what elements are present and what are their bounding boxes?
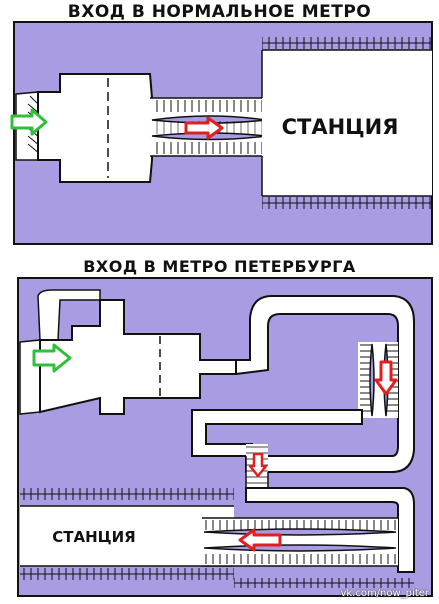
top-vestibule-hall: [37, 73, 153, 183]
bottom-panel: СТАНЦИЯ: [17, 277, 433, 597]
bottom-lower-corridor: [245, 487, 415, 573]
bottom-panel-title: ВХОД В МЕТРО ПЕТЕРБУРГА: [83, 257, 356, 276]
watermark: vk.com/now_piter: [340, 588, 429, 599]
red-arrow-icon: [238, 528, 282, 552]
top-panel-title: ВХОД В НОРМАЛЬНОЕ МЕТРО: [67, 2, 372, 22]
top-station-hall: [262, 50, 432, 196]
bottom-station-hall: [20, 506, 234, 566]
red-arrow-icon: [374, 360, 398, 396]
top-station-label: СТАНЦИЯ: [282, 115, 399, 139]
bottom-middle-corridor: [191, 409, 363, 457]
red-arrow-icon: [184, 116, 224, 140]
green-arrow-icon: [32, 343, 72, 373]
top-panel: СТАНЦИЯ: [10, 21, 433, 245]
green-arrow-icon: [10, 108, 48, 136]
red-arrow-icon: [248, 452, 268, 478]
bottom-left-corridor: [37, 289, 101, 341]
bottom-station-label: СТАНЦИЯ: [52, 528, 135, 546]
